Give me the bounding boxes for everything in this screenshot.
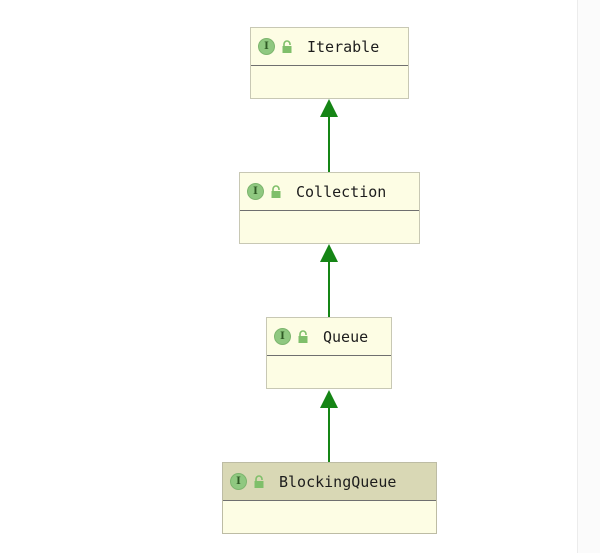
interface-badge-icon: I [258, 38, 275, 55]
lock-icon [271, 184, 281, 198]
node-title: Iterable [307, 37, 380, 56]
edge-collection-to-iterable [320, 99, 338, 172]
interface-badge-icon: I [274, 328, 291, 345]
arrowhead-icon [320, 244, 338, 262]
arrowhead-icon [320, 390, 338, 408]
node-collection[interactable]: I Collection [239, 172, 420, 244]
node-header: I Iterable [251, 28, 408, 66]
node-body [251, 66, 408, 96]
lock-icon [254, 474, 264, 488]
edge-blockingqueue-to-queue [320, 390, 338, 462]
lock-icon [282, 39, 292, 53]
edge-queue-to-collection [320, 244, 338, 317]
node-header: I Collection [240, 173, 419, 211]
node-blocking-queue[interactable]: I BlockingQueue [222, 462, 437, 534]
node-header: I Queue [267, 318, 391, 356]
node-title: BlockingQueue [279, 472, 397, 491]
scrollbar-strip [577, 0, 600, 553]
lock-icon [298, 329, 308, 343]
arrowhead-icon [320, 99, 338, 117]
node-iterable[interactable]: I Iterable [250, 27, 409, 99]
node-body [223, 501, 436, 531]
node-queue[interactable]: I Queue [266, 317, 392, 389]
interface-badge-icon: I [247, 183, 264, 200]
node-header: I BlockingQueue [223, 463, 436, 501]
node-title: Collection [296, 182, 387, 201]
node-title: Queue [323, 327, 369, 346]
node-body [267, 356, 391, 386]
interface-badge-icon: I [230, 473, 247, 490]
node-body [240, 211, 419, 241]
